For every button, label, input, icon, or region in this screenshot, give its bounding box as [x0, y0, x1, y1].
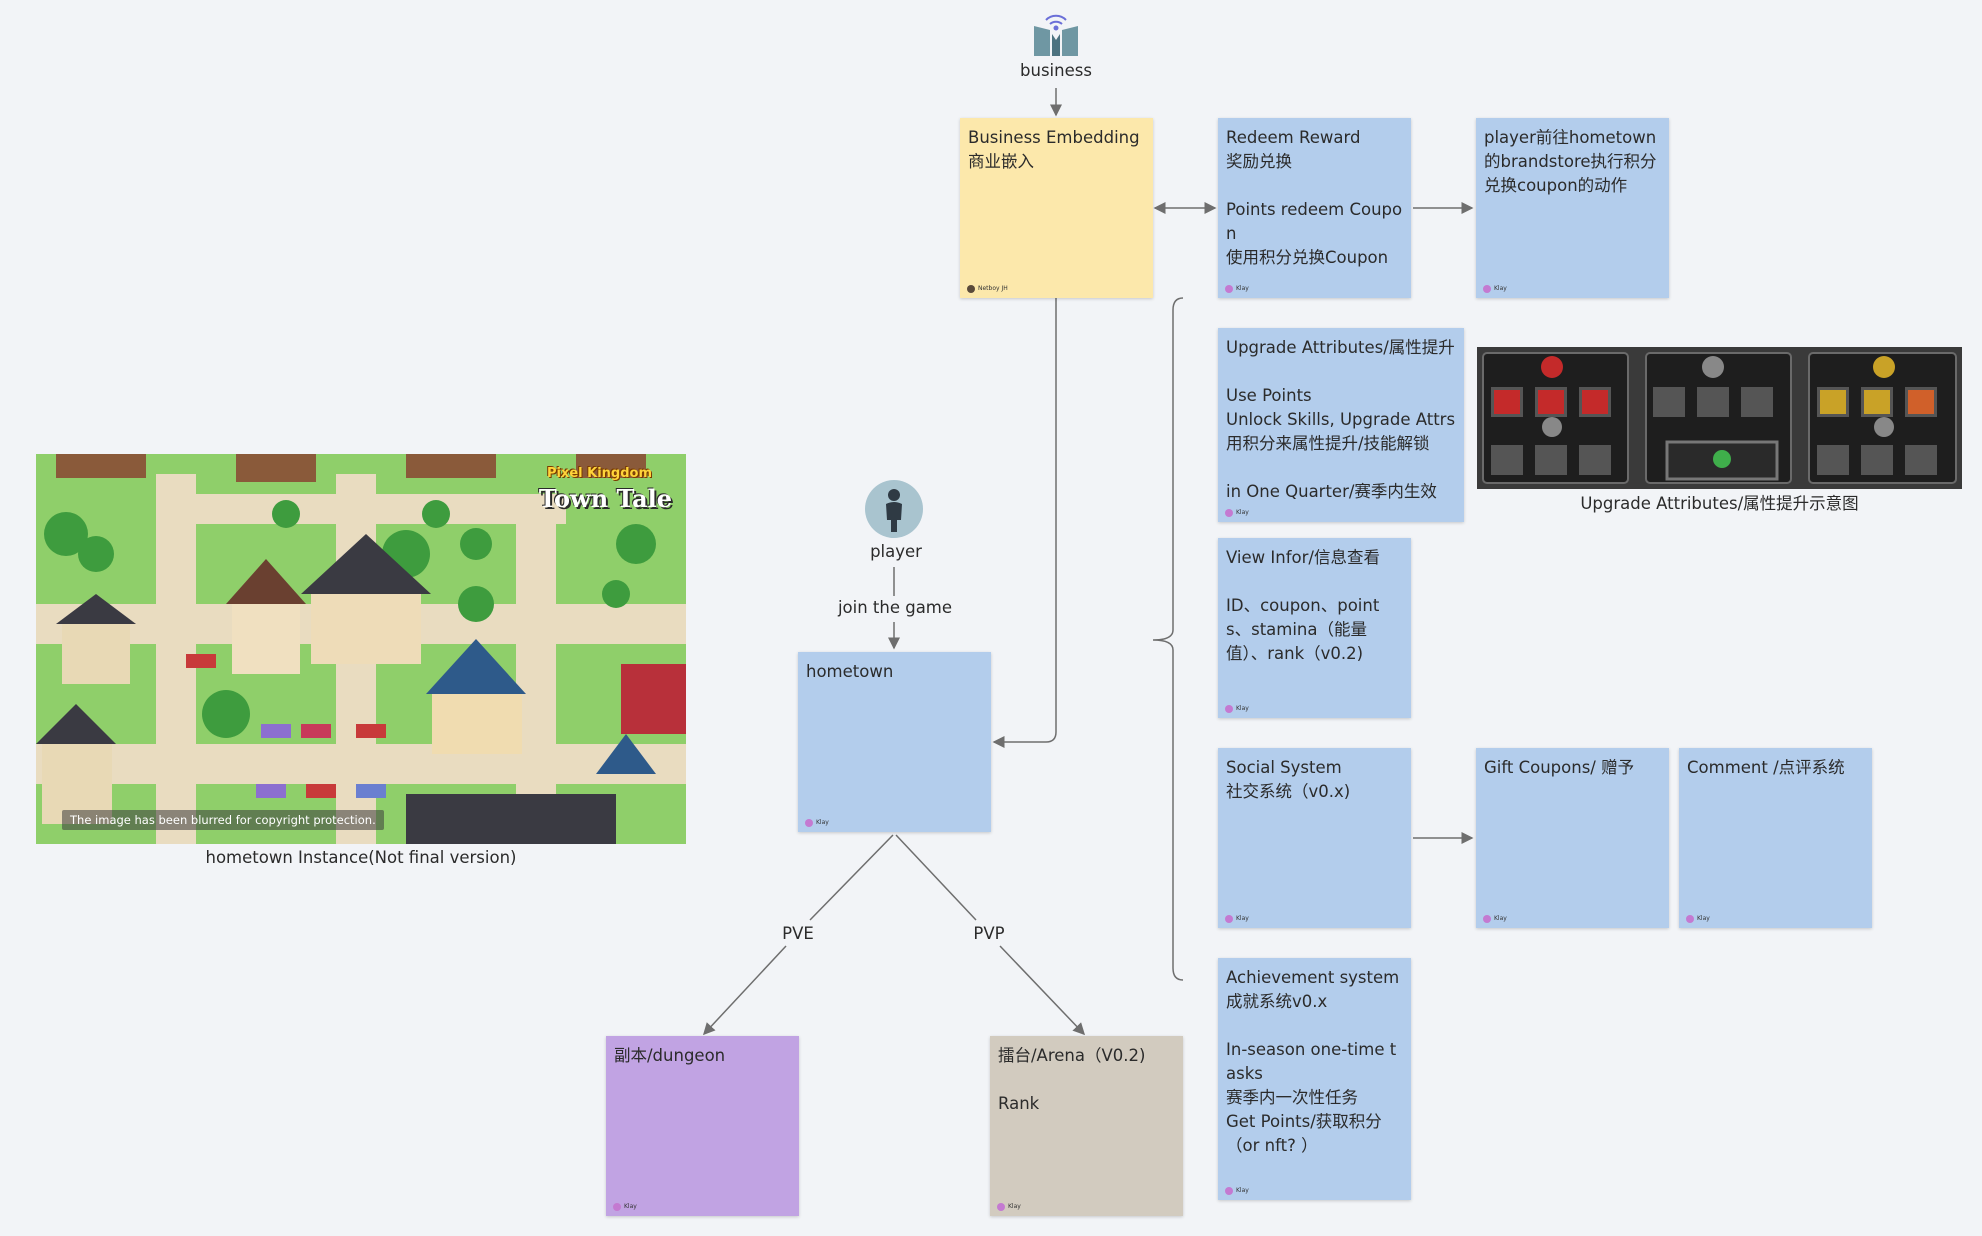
arrow-embedding-to-hometown	[992, 298, 1057, 748]
avatar	[1483, 915, 1491, 923]
avatar	[613, 1203, 621, 1211]
upgrade-attributes-caption: Upgrade Attributes/属性提升示意图	[1580, 494, 1859, 513]
group-brace	[1152, 297, 1184, 981]
note-text: player前往hometown的brandstore执行积分兑换coupon的…	[1484, 128, 1657, 195]
note-text: 副本/dungeon	[614, 1046, 726, 1065]
note-author: Klay	[1686, 915, 1710, 923]
note-dungeon[interactable]: 副本/dungeon Klay	[606, 1036, 799, 1216]
business-label: business	[1020, 61, 1092, 80]
hometown-map-image: Pixel Kingdom Town Tale The image has be…	[36, 454, 686, 844]
note-author: Klay	[1225, 705, 1249, 713]
note-business-embedding[interactable]: Business Embedding 商业嵌入 Netboy JH	[960, 118, 1153, 298]
game-logo-small: Pixel Kingdom	[546, 466, 652, 481]
avatar	[1483, 285, 1491, 293]
note-text: Redeem Reward 奖励兑换 Points redeem Coupon …	[1226, 128, 1403, 267]
avatar	[997, 1203, 1005, 1211]
note-author: Klay	[1225, 1187, 1249, 1195]
note-author: Klay	[1225, 915, 1249, 923]
avatar	[967, 285, 975, 293]
note-view-info[interactable]: View Infor/信息查看 ID、coupon、points、stamina…	[1218, 538, 1411, 718]
note-author: Netboy JH	[967, 285, 1008, 293]
line-hometown-pvp	[895, 834, 977, 921]
note-redeem-reward[interactable]: Redeem Reward 奖励兑换 Points redeem Coupon …	[1218, 118, 1411, 298]
note-text: 擂台/Arena（V0.2) Rank	[998, 1046, 1146, 1113]
town-illustration	[36, 454, 686, 844]
join-the-game-label: join the game	[837, 598, 953, 617]
note-social-system[interactable]: Social System 社交系统（v0.x) Klay	[1218, 748, 1411, 928]
note-author: Klay	[1225, 509, 1249, 517]
note-text: Achievement system成就系统v0.x In-season one…	[1226, 968, 1400, 1155]
note-upgrade-attributes[interactable]: Upgrade Attributes/属性提升 Use Points Unloc…	[1218, 328, 1464, 522]
person-icon	[865, 480, 923, 538]
note-author: Klay	[1483, 915, 1507, 923]
note-player-store[interactable]: player前往hometown的brandstore执行积分兑换coupon的…	[1476, 118, 1669, 298]
avatar	[1225, 915, 1233, 923]
note-text: Upgrade Attributes/属性提升 Use Points Unloc…	[1226, 338, 1456, 501]
note-comment[interactable]: Comment /点评系统 Klay	[1679, 748, 1872, 928]
note-text: hometown	[806, 662, 894, 681]
game-logo-title: Town Tale	[538, 484, 672, 513]
copyright-blur-notice: The image has been blurred for copyright…	[62, 810, 384, 830]
note-author: Klay	[613, 1203, 637, 1211]
note-arena[interactable]: 擂台/Arena（V0.2) Rank Klay	[990, 1036, 1183, 1216]
note-text: Gift Coupons/ 赠予	[1484, 758, 1635, 777]
hometown-map-caption: hometown Instance(Not final version)	[205, 848, 517, 867]
pvp-label: PVP	[973, 924, 1005, 943]
pve-label: PVE	[782, 924, 814, 943]
note-text: View Infor/信息查看 ID、coupon、points、stamina…	[1226, 548, 1380, 663]
note-author: Klay	[1225, 285, 1249, 293]
note-text: Comment /点评系统	[1687, 758, 1845, 777]
upgrade-attributes-image	[1477, 347, 1962, 489]
line-hometown-pve	[809, 834, 894, 921]
avatar	[805, 819, 813, 827]
note-hometown[interactable]: hometown Klay	[798, 652, 991, 832]
note-author: Klay	[997, 1203, 1021, 1211]
note-author: Klay	[1483, 285, 1507, 293]
avatar	[1225, 705, 1233, 713]
arrow-pve-to-dungeon	[702, 945, 787, 1036]
note-achievement[interactable]: Achievement system成就系统v0.x In-season one…	[1218, 958, 1411, 1200]
avatar	[1225, 1187, 1233, 1195]
note-text: Business Embedding 商业嵌入	[968, 128, 1140, 171]
avatar	[1686, 915, 1694, 923]
avatar	[1225, 285, 1233, 293]
note-gift-coupons[interactable]: Gift Coupons/ 赠予 Klay	[1476, 748, 1669, 928]
business-figure-icon	[1032, 10, 1080, 58]
player-label: player	[870, 542, 922, 561]
note-text: Social System 社交系统（v0.x)	[1226, 758, 1351, 801]
arrow-pvp-to-arena	[999, 945, 1086, 1036]
note-author: Klay	[805, 819, 829, 827]
avatar	[1225, 509, 1233, 517]
